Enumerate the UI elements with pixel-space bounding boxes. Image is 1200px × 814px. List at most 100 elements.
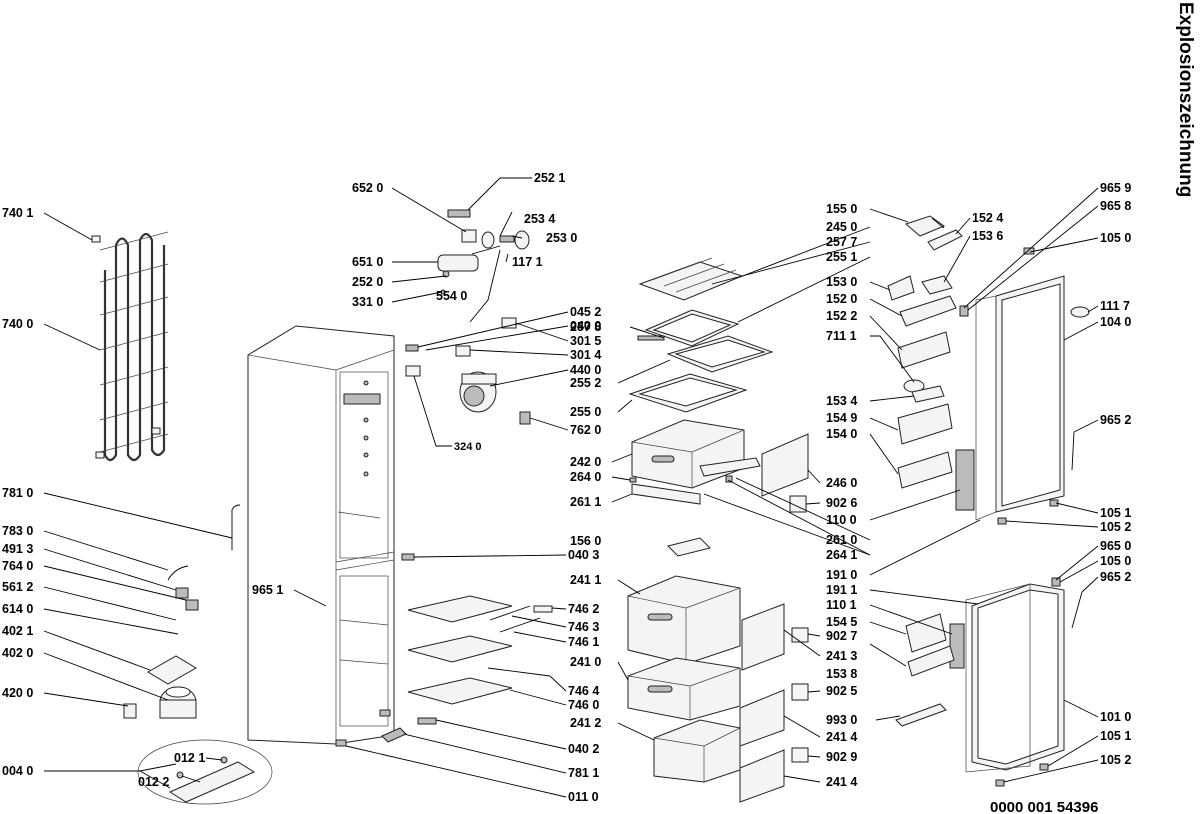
cover-153-0 <box>887 275 915 301</box>
bin-153-4 <box>911 385 945 403</box>
part-264-0 <box>629 477 637 483</box>
label-902-6: 902 6 <box>826 496 857 510</box>
label-104-0: 104 0 <box>1100 315 1131 329</box>
glass-shelf-255-2 <box>666 335 774 373</box>
label-902-5: 902 5 <box>826 684 857 698</box>
label-255-0: 255 0 <box>570 405 601 419</box>
drawer-rail-261-1 <box>631 483 701 505</box>
label-257-8: 257 8 <box>570 320 601 334</box>
label-012-2: 012 2 <box>138 775 169 789</box>
label-902-7: 902 7 <box>826 629 857 643</box>
label-746-4: 746 4 <box>568 684 599 698</box>
part-264-1 <box>725 475 733 483</box>
bracket-965-9 <box>959 305 969 317</box>
label-246-0: 246 0 <box>826 476 857 490</box>
drawer-rail-261-0 <box>699 457 761 477</box>
label-153-8: 153 8 <box>826 667 857 681</box>
label-993-0: 993 0 <box>826 713 857 727</box>
label-561-2: 561 2 <box>2 580 33 594</box>
hinge-110-1 <box>949 623 965 669</box>
hinge-105-1b <box>1039 763 1049 771</box>
label-331-0: 331 0 <box>352 295 383 309</box>
label-491-3: 491 3 <box>2 542 33 556</box>
label-191-0: 191 0 <box>826 568 857 582</box>
bin-152-2 <box>897 331 951 369</box>
bin-154-5 <box>905 613 947 653</box>
drawer-front-241-3 <box>741 603 785 671</box>
label-965-0: 965 0 <box>1100 539 1131 553</box>
freezer-drawer-241-2 <box>653 719 741 783</box>
label-264-1: 264 1 <box>826 548 857 562</box>
label-110-0: 110 0 <box>826 513 857 527</box>
bin-154-9 <box>897 403 953 445</box>
document-number: 0000 001 54396 <box>990 799 1098 814</box>
label-153-0: 153 0 <box>826 275 857 289</box>
label-154-5: 154 5 <box>826 615 857 629</box>
bin-152-0 <box>899 295 957 327</box>
label-191-1: 191 1 <box>826 583 857 597</box>
label-740-0: 740 0 <box>2 317 33 331</box>
label-261-0: 261 0 <box>826 533 857 547</box>
bin-154-0 <box>897 451 953 489</box>
condenser-coil <box>91 231 169 462</box>
label-257-7: 257 7 <box>826 235 857 249</box>
part-labels: 740 1 740 0 781 0 783 0 491 3 764 0 561 … <box>2 171 1131 804</box>
label-105-0a: 105 0 <box>1100 231 1131 245</box>
label-324-0: 324 0 <box>454 441 482 453</box>
part-781-1 <box>381 727 407 743</box>
panel-246 <box>761 433 809 497</box>
hinge-110-0 <box>955 449 975 511</box>
label-781-0: 781 0 <box>2 486 33 500</box>
label-241-3: 241 3 <box>826 649 857 663</box>
filter-902-9 <box>791 747 809 763</box>
leader-lines <box>43 177 1099 798</box>
label-152-0: 152 0 <box>826 292 857 306</box>
label-253-0: 253 0 <box>546 231 577 245</box>
label-045-2: 045 2 <box>570 305 601 319</box>
label-746-1: 746 1 <box>568 635 599 649</box>
cabinet-body <box>247 325 395 747</box>
freezer-drawer-241-0 <box>627 657 741 721</box>
label-241-2: 241 2 <box>570 716 601 730</box>
label-652-0: 652 0 <box>352 181 383 195</box>
label-764-0: 764 0 <box>2 559 33 573</box>
label-965-1: 965 1 <box>252 583 283 597</box>
label-252-1: 252 1 <box>534 171 565 185</box>
filter-902-7 <box>791 627 809 643</box>
label-245-0: 245 0 <box>826 220 857 234</box>
label-004-0: 004 0 <box>2 764 33 778</box>
top-shelf-frame <box>638 257 744 301</box>
filter-902-5 <box>791 683 809 701</box>
bin-153-8 <box>907 645 955 677</box>
label-252-0: 252 0 <box>352 275 383 289</box>
label-440-0: 440 0 <box>570 363 601 377</box>
label-554-0: 554 0 <box>436 289 467 303</box>
label-155-0: 155 0 <box>826 202 857 216</box>
label-011-0: 011 0 <box>568 790 599 804</box>
pipe-783 <box>167 565 189 581</box>
hinge-105-1a <box>1049 499 1059 507</box>
ice-tray-156 <box>667 537 711 557</box>
label-420-0: 420 0 <box>2 686 33 700</box>
label-902-9: 902 9 <box>826 750 857 764</box>
label-614-0: 614 0 <box>2 602 33 616</box>
label-105-2a: 105 2 <box>1100 520 1131 534</box>
label-040-3: 040 3 <box>568 548 599 562</box>
label-105-0b: 105 0 <box>1100 554 1131 568</box>
drawing-title: Explosionszeichnung <box>1175 2 1196 197</box>
label-101-0: 101 0 <box>1100 710 1131 724</box>
label-156-0: 156 0 <box>570 534 601 548</box>
label-965-9: 965 9 <box>1100 181 1131 195</box>
label-154-9: 154 9 <box>826 411 857 425</box>
label-105-1b: 105 1 <box>1100 729 1131 743</box>
cover-152-4 <box>927 229 963 251</box>
label-152-4: 152 4 <box>972 211 1003 225</box>
label-105-1a: 105 1 <box>1100 506 1131 520</box>
label-711-1: 711 1 <box>826 329 857 343</box>
label-152-2: 152 2 <box>826 309 857 323</box>
label-746-0: 746 0 <box>568 698 599 712</box>
label-153-4: 153 4 <box>826 394 857 408</box>
control-unit <box>437 209 530 295</box>
label-154-0: 154 0 <box>826 427 857 441</box>
label-651-0: 651 0 <box>352 255 383 269</box>
